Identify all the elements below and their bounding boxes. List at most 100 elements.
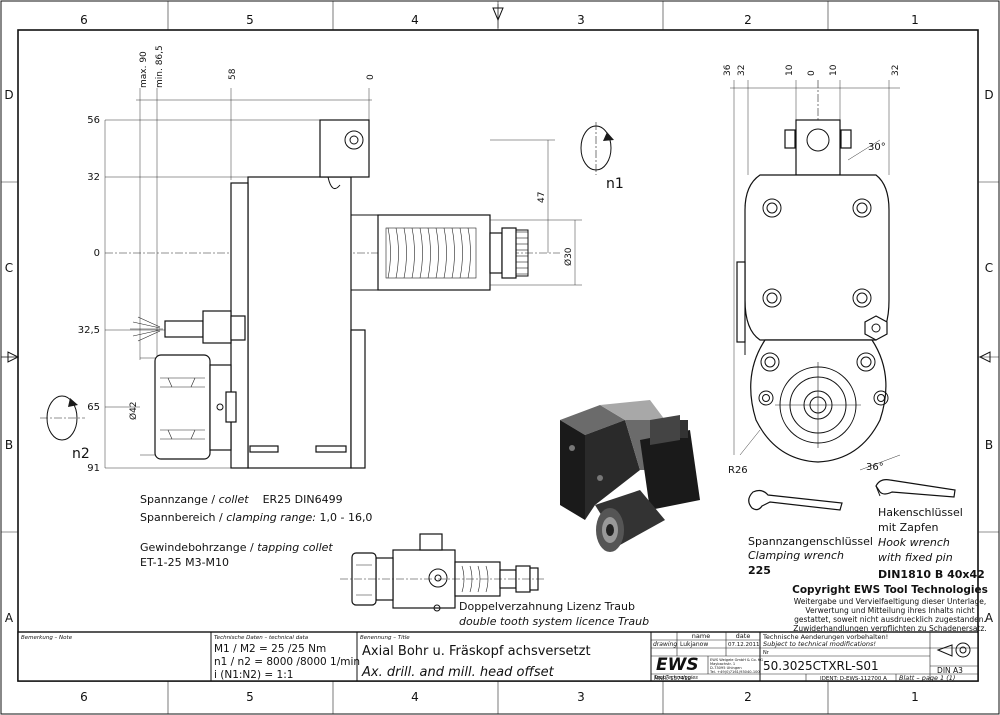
double-en: double tooth system licence Traub xyxy=(459,615,649,628)
sheet: Blatt – page 1 (1) xyxy=(899,674,955,682)
dim-max90: max. 90 xyxy=(139,51,149,88)
tap-val: ET-1-25 M3-M10 xyxy=(140,556,229,569)
change-en: Subject to technical modifications! xyxy=(763,640,876,648)
copyright-line: Verwertung und Mitteilung ihres Inhalts … xyxy=(805,606,974,615)
col-label: 6 xyxy=(80,690,88,704)
col-label: 1 xyxy=(911,13,919,27)
col-label: 4 xyxy=(411,13,419,27)
bolt-hole xyxy=(852,288,872,308)
hook-de2: mit Zapfen xyxy=(878,521,938,534)
spindle-teeth xyxy=(385,227,477,279)
title-block: EWS Tool Technologies xyxy=(17,631,979,682)
ews-logo: EWS Tool Technologies xyxy=(654,655,699,681)
row-label: B xyxy=(5,438,13,452)
col-label: 3 xyxy=(577,690,585,704)
wrench-val: 225 xyxy=(748,564,771,577)
company-line: Maybachstr. 1 xyxy=(710,662,735,666)
copyright-line: gestattet, soweit nicht ausdruecklich zu… xyxy=(794,615,986,624)
row-drawing: drawing xyxy=(653,641,677,648)
company-line: D-73095 Uhingen xyxy=(710,666,742,670)
note-range: Spannbereich / clamping range: 1,0 - 16,… xyxy=(140,511,372,524)
range-val: 1,0 - 16,0 xyxy=(319,511,372,524)
hook-en2: with fixed pin xyxy=(878,551,953,564)
hook-wrench-drawing xyxy=(875,479,956,498)
front-view xyxy=(730,80,901,471)
logo-text: EWS xyxy=(656,655,699,675)
rotation-symbol-n2 xyxy=(40,395,85,441)
dim-dia30: Ø30 xyxy=(563,247,574,266)
dim-58: 58 xyxy=(228,68,238,80)
hook-en1: Hook wrench xyxy=(878,536,950,549)
part-number: 50.3025CTXRL-S01 xyxy=(763,659,879,673)
small-side-view xyxy=(340,533,545,612)
collet-de: Spannzange / xyxy=(140,493,215,506)
tech-line2: n1 / n2 = 8000 /8000 1/min xyxy=(214,656,360,668)
title-de: Axial Bohr u. Fräskopf achsversetzt xyxy=(362,644,591,659)
tech-label: Technische Daten – technical data xyxy=(214,635,309,641)
front-view-dimensions: 36 32 10 0 10 32 30° 36° R26 xyxy=(723,64,901,476)
dim-65: 65 xyxy=(87,402,100,413)
row-label: C xyxy=(5,261,13,275)
angle-30: 30° xyxy=(868,142,886,153)
col-name: name xyxy=(692,632,710,640)
mnr: MNR: 157410 xyxy=(654,676,692,682)
ident: IDENT: D-EWS-112700 A xyxy=(820,676,887,682)
iso-render xyxy=(560,400,700,552)
dim-min865: min. 86,5 xyxy=(155,45,165,88)
col-label: 1 xyxy=(911,690,919,704)
dim-0-top: 0 xyxy=(366,74,376,80)
rotation-symbol-n1 xyxy=(580,122,614,175)
dim-325: 32,5 xyxy=(78,325,100,336)
tap-de: Gewindebohrzange / xyxy=(140,541,254,554)
radius-r26: R26 xyxy=(728,465,748,476)
hook-de1: Hakenschlüssel xyxy=(878,506,963,519)
collet-en: collet xyxy=(219,493,250,506)
tap-en: tapping collet xyxy=(257,541,333,554)
bolt-hole xyxy=(852,198,872,218)
bolt-hole xyxy=(762,198,782,218)
angle-36: 36° xyxy=(866,462,884,473)
drawn-date: 07.12.2011 xyxy=(728,642,760,648)
clamping-wrench-drawing xyxy=(748,489,843,511)
label-n2: n2 xyxy=(72,446,90,462)
format: DIN A3 xyxy=(937,666,963,675)
company-line: EWS Weigele GmbH & Co. KG xyxy=(710,658,763,662)
row-label: A xyxy=(5,611,14,625)
bolt-hole xyxy=(758,390,774,406)
frame-labels: 6 5 4 3 2 1 6 5 4 3 2 1 D C B A D C B A xyxy=(4,13,994,704)
range-de: Spannbereich / xyxy=(140,511,223,524)
col-label: 5 xyxy=(246,690,254,704)
col-label: 2 xyxy=(744,13,752,27)
title-block-text: Bemerkung – Note Technische Daten – tech… xyxy=(21,632,963,682)
side-view-dimensions: max. 90 min. 86,5 58 0 56 32 0 32,5 65 9… xyxy=(72,45,624,474)
note-tap: Gewindebohrzange / tapping collet xyxy=(140,541,333,554)
dim-10-left: 10 xyxy=(785,64,795,76)
row-label: D xyxy=(4,88,13,102)
range-en: clamping range: xyxy=(226,511,316,524)
dim-47: 47 xyxy=(537,192,547,203)
double-de: Doppelverzahnung Lizenz Traub xyxy=(459,600,635,613)
tech-line1: M1 / M2 = 25 /25 Nm xyxy=(214,643,326,655)
company-line: Tel. +49(0)7161/93040-100 xyxy=(709,670,760,674)
change-de: Technische Aenderungen vorbehalten! xyxy=(762,633,888,641)
nr-label: Nr xyxy=(763,650,770,656)
col-label: 5 xyxy=(246,13,254,27)
col-date: date xyxy=(736,632,751,640)
dim-0-front: 0 xyxy=(807,70,817,76)
dim-91: 91 xyxy=(87,463,100,474)
dim-56: 56 xyxy=(87,115,100,126)
copyright-line: Weitergabe und Vervielfaeltigung dieser … xyxy=(794,597,987,606)
dim-32-left: 32 xyxy=(737,65,747,76)
wrench-de: Spannzangenschlüssel xyxy=(748,535,873,548)
copyright-line: Zuwiderhandlungen verpflichten zu Schade… xyxy=(793,624,987,633)
row-label: C xyxy=(985,261,993,275)
row-label: A xyxy=(985,611,994,625)
title-en: Ax. drill. and mill. head offset xyxy=(361,665,555,680)
logo-sub: Tool Technologies xyxy=(654,675,698,681)
label-n1: n1 xyxy=(606,176,624,192)
copyright-title: Copyright EWS Tool Technologies xyxy=(792,584,988,596)
row-label: B xyxy=(985,438,993,452)
bolt-hole xyxy=(856,352,876,372)
